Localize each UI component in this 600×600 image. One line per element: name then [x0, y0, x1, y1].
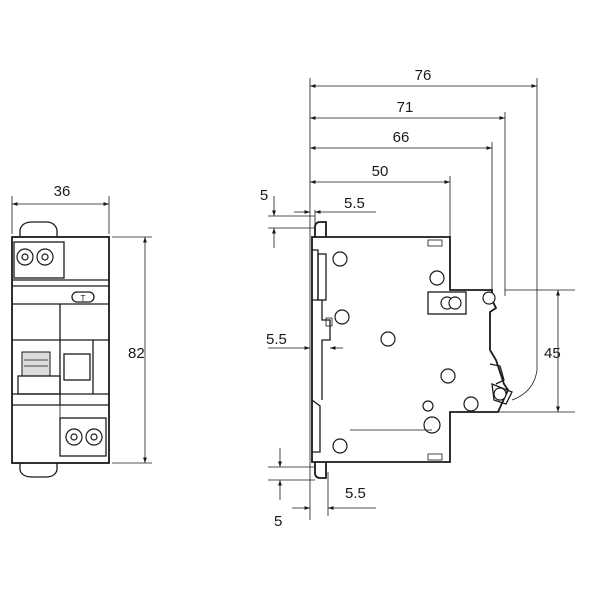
depth-dimension-50: 50	[310, 163, 451, 237]
rivet-hole	[332, 438, 348, 454]
rivet-hole	[423, 416, 441, 434]
top-clip-dimension: 5 5.5	[260, 187, 376, 248]
rivet-hole	[463, 396, 479, 412]
side-body	[311, 221, 513, 479]
front-width-dimension: 36	[11, 183, 110, 234]
bottom-clip-offset-label: 5.5	[345, 485, 366, 502]
front-width-label: 36	[54, 183, 71, 200]
rivet-hole	[380, 331, 396, 347]
rivet-hole	[440, 368, 456, 384]
rivet-hole	[332, 251, 348, 267]
front-height-dimension: 82	[112, 236, 152, 464]
center-height-dimension: 45	[492, 289, 575, 413]
top-clip-offset-label: 5.5	[344, 195, 365, 212]
rail-offset-dimension: 5.5	[266, 331, 343, 350]
rivet-hole	[334, 309, 350, 325]
rail-offset-label: 5.5	[266, 331, 287, 348]
depth-50-label: 50	[372, 163, 389, 180]
rivet-hole	[422, 400, 434, 412]
bottom-clip-height-label: 5	[274, 513, 282, 530]
top-clip-height-label: 5	[260, 187, 268, 204]
center-height-label: 45	[544, 345, 561, 362]
front-body: T	[11, 221, 110, 478]
depth-71-label: 71	[397, 99, 414, 116]
depth-dimension-71: 71	[310, 99, 506, 296]
terminal-screw-icon	[482, 291, 496, 305]
toggle-lever	[21, 351, 51, 377]
rivet-hole	[429, 270, 445, 286]
depth-dimension-76: 76	[309, 67, 538, 520]
front-height-label: 82	[128, 345, 145, 362]
side-view: 76 71 66 50 5 5.5	[260, 67, 575, 530]
depth-76-label: 76	[415, 67, 432, 84]
svg-text:T: T	[81, 294, 86, 303]
bottom-clip-dimension: 5 5.5	[268, 448, 376, 530]
front-view: 36 82	[11, 183, 152, 478]
depth-dimension-66: 66	[310, 129, 493, 290]
depth-66-label: 66	[393, 129, 410, 146]
